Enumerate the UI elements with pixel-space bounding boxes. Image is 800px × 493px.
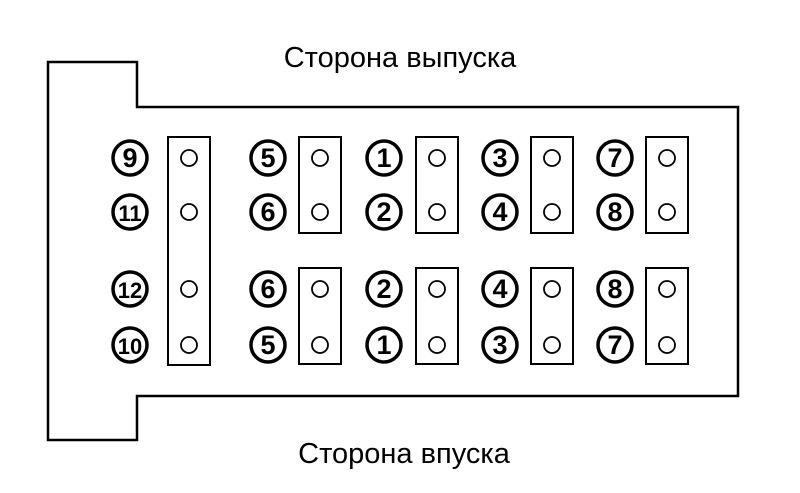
bolt-number-upper-0-0: 5 — [260, 143, 275, 173]
upper-rows-strip-0 — [298, 136, 342, 234]
bolt-hole-upper-2-1 — [543, 203, 561, 221]
bolt-number-lower-0-1-ring — [249, 326, 287, 364]
bolt-hole-upper-0-1 — [311, 203, 329, 221]
bolt-number-left-1: 11 — [118, 201, 141, 226]
bolt-hole-left-0 — [180, 149, 198, 167]
lower-rows-strip-1 — [415, 267, 459, 365]
upper-rows-strip-1 — [415, 136, 459, 234]
bolt-number-lower-1-0: 2 — [376, 274, 391, 304]
bolt-number-lower-3-1: 7 — [607, 330, 622, 360]
bolt-number-upper-2-1: 4 — [492, 197, 507, 227]
upper-rows-strip-3 — [645, 136, 689, 234]
bolt-number-upper-3-1: 8 — [607, 197, 622, 227]
bolt-number-lower-3-0: 8 — [607, 274, 622, 304]
bolt-number-lower-2-1-ring — [481, 326, 519, 364]
bolt-hole-upper-3-0 — [658, 149, 676, 167]
upper-rows-strip-2 — [530, 136, 574, 234]
bolt-number-left-1-ring — [111, 193, 149, 231]
bolt-number-lower-0-1: 5 — [260, 330, 275, 360]
bolt-number-upper-1-1: 2 — [376, 197, 391, 227]
bolt-number-upper-3-1-ring — [596, 193, 634, 231]
bolt-hole-left-1 — [180, 203, 198, 221]
bolt-hole-left-2 — [180, 280, 198, 298]
lower-rows-strip-3 — [645, 267, 689, 365]
bolt-number-left-0-ring — [111, 139, 149, 177]
bolt-hole-upper-3-1 — [658, 203, 676, 221]
bolt-number-upper-1-0-ring — [365, 139, 403, 177]
bolt-number-upper-2-0-ring — [481, 139, 519, 177]
bolt-hole-upper-0-0 — [311, 149, 329, 167]
bolt-number-upper-3-0: 7 — [607, 143, 622, 173]
bolt-number-lower-0-0-ring — [249, 270, 287, 308]
bolt-hole-lower-3-0 — [658, 280, 676, 298]
bolt-number-lower-2-1: 3 — [492, 330, 507, 360]
bolt-number-lower-0-0: 6 — [260, 274, 275, 304]
bolt-number-lower-2-0-ring — [481, 270, 519, 308]
bolt-number-left-2: 12 — [118, 278, 142, 303]
bolt-number-left-3: 10 — [118, 334, 142, 359]
bolt-number-lower-1-1: 1 — [376, 330, 391, 360]
bolt-number-upper-2-0: 3 — [492, 143, 507, 173]
bolt-hole-lower-0-1 — [311, 336, 329, 354]
bolt-hole-lower-2-1 — [543, 336, 561, 354]
bolt-number-lower-3-1-ring — [596, 326, 634, 364]
lower-rows-strip-0 — [298, 267, 342, 365]
bolt-hole-upper-1-1 — [428, 203, 446, 221]
bolt-number-upper-0-1: 6 — [260, 197, 275, 227]
bolt-number-left-2-ring — [111, 270, 149, 308]
intake-side-label: Сторона впуска — [298, 438, 511, 470]
cylinder-head-outline — [46, 60, 740, 442]
bolt-number-upper-3-0-ring — [596, 139, 634, 177]
bolt-number-upper-2-1-ring — [481, 193, 519, 231]
bolt-number-lower-1-0-ring — [365, 270, 403, 308]
bolt-number-lower-1-1-ring — [365, 326, 403, 364]
exhaust-side-label: Сторона выпуска — [284, 42, 517, 74]
bolt-number-upper-1-1-ring — [365, 193, 403, 231]
left-bolt-strip — [167, 136, 211, 366]
lower-rows-strip-2 — [530, 267, 574, 365]
bolt-number-left-3-ring — [111, 326, 149, 364]
bolt-hole-lower-1-1 — [428, 336, 446, 354]
bolt-hole-left-3 — [180, 336, 198, 354]
bolt-hole-upper-1-0 — [428, 149, 446, 167]
bolt-number-lower-3-0-ring — [596, 270, 634, 308]
bolt-hole-lower-1-0 — [428, 280, 446, 298]
bolt-number-upper-1-0: 1 — [376, 143, 391, 173]
bolt-number-lower-2-0: 4 — [492, 274, 507, 304]
bolt-number-upper-0-0-ring — [249, 139, 287, 177]
bolt-hole-lower-2-0 — [543, 280, 561, 298]
bolt-number-upper-0-1-ring — [249, 193, 287, 231]
bolt-hole-lower-0-0 — [311, 280, 329, 298]
bolt-number-left-0: 9 — [122, 143, 137, 173]
bolt-hole-upper-2-0 — [543, 149, 561, 167]
bolt-hole-lower-3-1 — [658, 336, 676, 354]
